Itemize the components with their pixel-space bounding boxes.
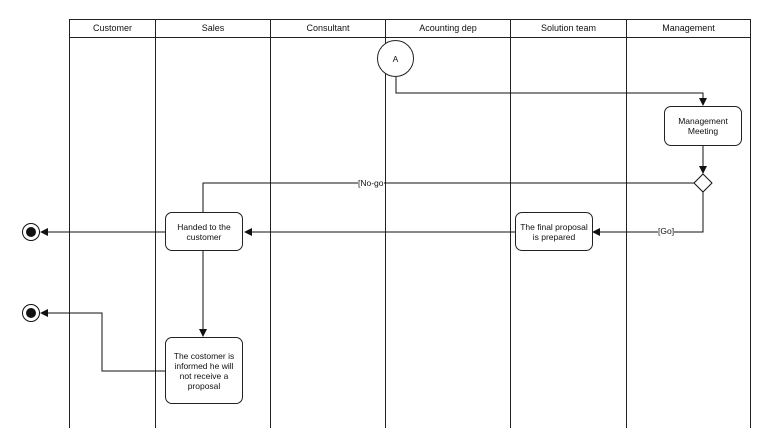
end-node-top bbox=[22, 223, 40, 241]
node-customer-informed: The costomer is informed he will not rec… bbox=[165, 337, 243, 404]
node-handed-to-customer: Handed to the customer bbox=[165, 212, 243, 251]
connector-a: A bbox=[377, 40, 414, 77]
lane-header-customer: Customer bbox=[69, 19, 156, 38]
decision-diamond bbox=[693, 173, 713, 193]
lane-header-accounting: Acounting dep bbox=[385, 19, 511, 38]
lane-header-management: Management bbox=[626, 19, 751, 38]
end-node-bottom bbox=[22, 304, 40, 322]
node-final-proposal: The final proposal is prepared bbox=[515, 212, 593, 251]
guard-go: [Go] bbox=[658, 226, 675, 236]
flow-edges bbox=[40, 77, 707, 372]
guard-no-go: [No-go bbox=[358, 178, 384, 188]
lane-header-consultant: Consultant bbox=[270, 19, 386, 38]
node-management-meeting: Management Meeting bbox=[664, 106, 742, 146]
flow-decision-nogo bbox=[202, 182, 694, 212]
lane-dividers bbox=[69, 19, 751, 428]
lane-header-sales: Sales bbox=[155, 19, 271, 38]
lane-header-solution-team: Solution team bbox=[510, 19, 627, 38]
flow-informed-to-end bbox=[40, 309, 165, 372]
flow-a-to-meeting bbox=[395, 77, 707, 106]
flow-decision-go bbox=[592, 192, 704, 236]
